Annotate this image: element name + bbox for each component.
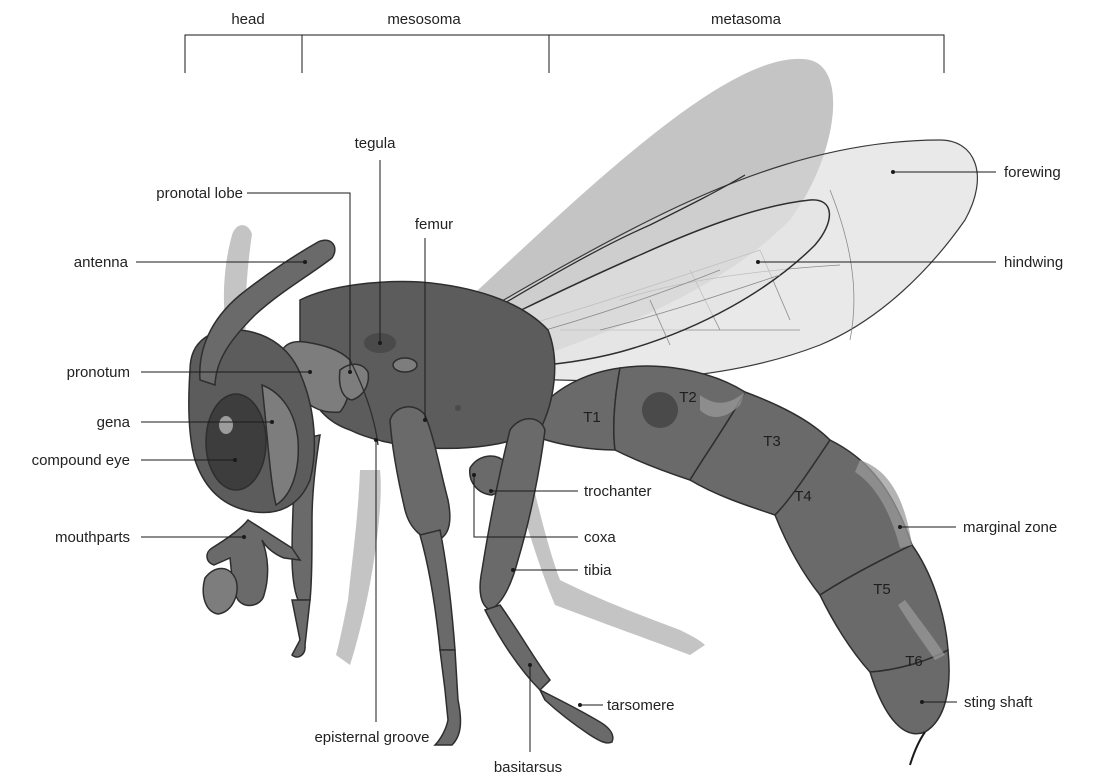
label-tarsomere: tarsomere [607,697,675,714]
mesosoma-segment-label: mesosoma [387,11,461,28]
label-trochanter: trochanter [584,483,652,500]
metasoma-bracket [549,35,944,73]
label-pronotum: pronotum [67,364,130,381]
tergite-label-t1: T1 [583,409,601,426]
label-tegula: tegula [355,135,397,152]
mesosoma-bracket [302,35,549,73]
label-basitarsus: basitarsus [494,759,562,776]
label-coxa: coxa [584,529,616,546]
segment-brackets [185,35,944,73]
midleg-tarsus [435,650,460,745]
label-forewing: forewing [1004,164,1061,181]
head-bracket [185,35,302,73]
tergite-label-t6: T6 [905,653,923,670]
label-pronotal-lobe: pronotal lobe [156,185,243,202]
metasoma-segment-label: metasoma [711,11,782,28]
label-compound-eye: compound eye [32,452,130,469]
tergite-label-t3: T3 [763,433,781,450]
head-segment-label: head [231,11,264,28]
sting-shaft-shape [910,732,925,765]
foreleg-tarsus [292,600,310,657]
mouthpart-flap [203,568,237,614]
compound-eye-highlight [219,416,233,434]
hindleg-tibia [485,605,550,690]
legs [292,407,613,745]
tergite-label-t2: T2 [679,389,697,406]
tergite-label-t5: T5 [873,581,891,598]
midleg-tibia [420,530,455,650]
label-hindwing: hindwing [1004,254,1063,271]
tergite-label-t4: T4 [794,488,812,505]
tergite-t2-spot [642,392,678,428]
wing-base [393,358,417,372]
label-femur: femur [415,216,453,233]
hindleg-tarsus [540,690,613,743]
label-antenna: antenna [74,254,129,271]
compound-eye-shape [206,394,266,490]
label-gena: gena [97,414,131,431]
label-mouthparts: mouthparts [55,529,130,546]
label-sting-shaft: sting shaft [964,694,1033,711]
label-tibia: tibia [584,562,612,579]
label-episternal-groove: episternal groove [314,729,429,746]
label-marginal-zone: marginal zone [963,519,1057,536]
spiracle [455,405,461,411]
far-foreleg [336,470,381,665]
